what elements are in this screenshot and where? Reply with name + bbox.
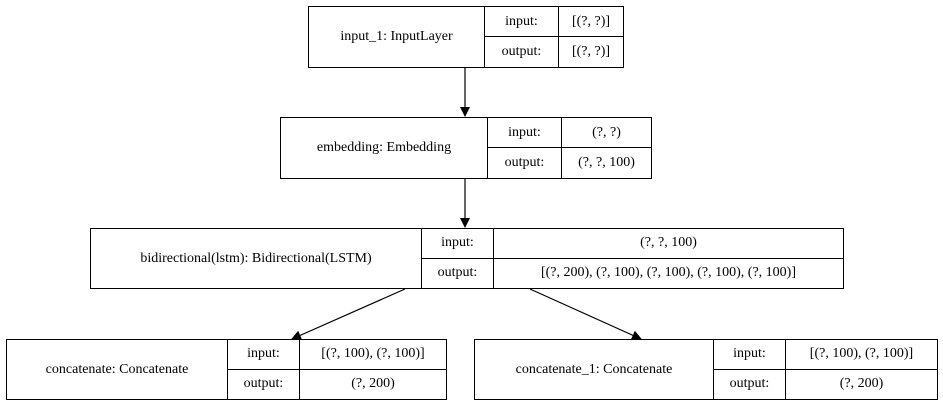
node-name: concatenate_1: Concatenate	[475, 340, 714, 399]
output-label: output:	[488, 148, 562, 178]
node-name: input_1: InputLayer	[309, 7, 485, 67]
output-shape: (?, ?, 100)	[578, 155, 635, 170]
input-shape: [(?, 100), (?, 100)]	[300, 340, 446, 370]
node-input_1: input_1: InputLayer input: [(?, ?)] outp…	[308, 6, 624, 68]
input-label: input:	[488, 118, 562, 148]
output-label: output:	[422, 258, 494, 288]
node-name: bidirectional(lstm): Bidirectional(LSTM)	[91, 229, 422, 288]
input-shape: (?, ?, 100)	[494, 229, 843, 259]
output-label: output:	[485, 37, 559, 67]
input-label: input:	[228, 340, 300, 370]
node-bidirectional: bidirectional(lstm): Bidirectional(LSTM)…	[90, 228, 844, 289]
node-name: embedding: Embedding	[281, 118, 488, 178]
node-concatenate_1: concatenate_1: Concatenate input: [(?, 1…	[474, 339, 938, 400]
node-name: concatenate: Concatenate	[7, 340, 228, 399]
input-shape: [(?, 100), (?, 100)]	[786, 340, 937, 370]
input-label: input:	[714, 340, 786, 370]
edge-bidirectional-to-concatenate_1	[529, 288, 642, 340]
input-shape: [(?, ?)]	[559, 7, 623, 37]
input-label: input:	[485, 7, 559, 37]
output-shape: [(?, ?)]	[571, 44, 611, 59]
output-shape: (?, 200)	[839, 376, 884, 392]
edge-bidirectional-to-concatenate	[291, 288, 406, 340]
output-label: output:	[228, 369, 300, 399]
output-shape: (?, 200)	[351, 376, 395, 392]
node-concatenate: concatenate: Concatenate input: [(?, 100…	[6, 339, 447, 400]
node-embedding: embedding: Embedding input: (?, ?) outpu…	[280, 117, 652, 179]
output-label: output:	[714, 369, 786, 399]
output-shape: [(?, 200), (?, 100), (?, 100), (?, 100),…	[540, 265, 796, 281]
input-shape: (?, ?)	[562, 118, 651, 148]
input-label: input:	[422, 229, 494, 259]
